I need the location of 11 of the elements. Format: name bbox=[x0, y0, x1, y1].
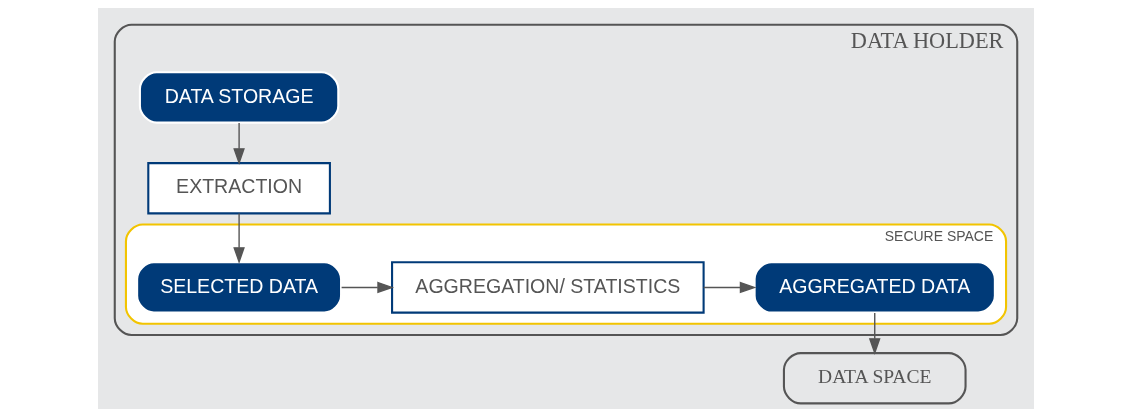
node-box: SELECTED DATA bbox=[136, 261, 343, 314]
node-box: DATA SPACE bbox=[782, 352, 967, 405]
arrow bbox=[702, 281, 757, 294]
arrow bbox=[868, 312, 881, 355]
arrow bbox=[340, 281, 395, 294]
arrow bbox=[233, 122, 245, 165]
node-box: AGGREGATION/ STATISTICS bbox=[391, 261, 705, 314]
node-box: EXTRACTION bbox=[147, 162, 331, 215]
node-box: AGGREGATED DATA bbox=[753, 261, 996, 314]
node-box: DATA STORAGE bbox=[138, 71, 340, 124]
arrow bbox=[233, 212, 245, 264]
